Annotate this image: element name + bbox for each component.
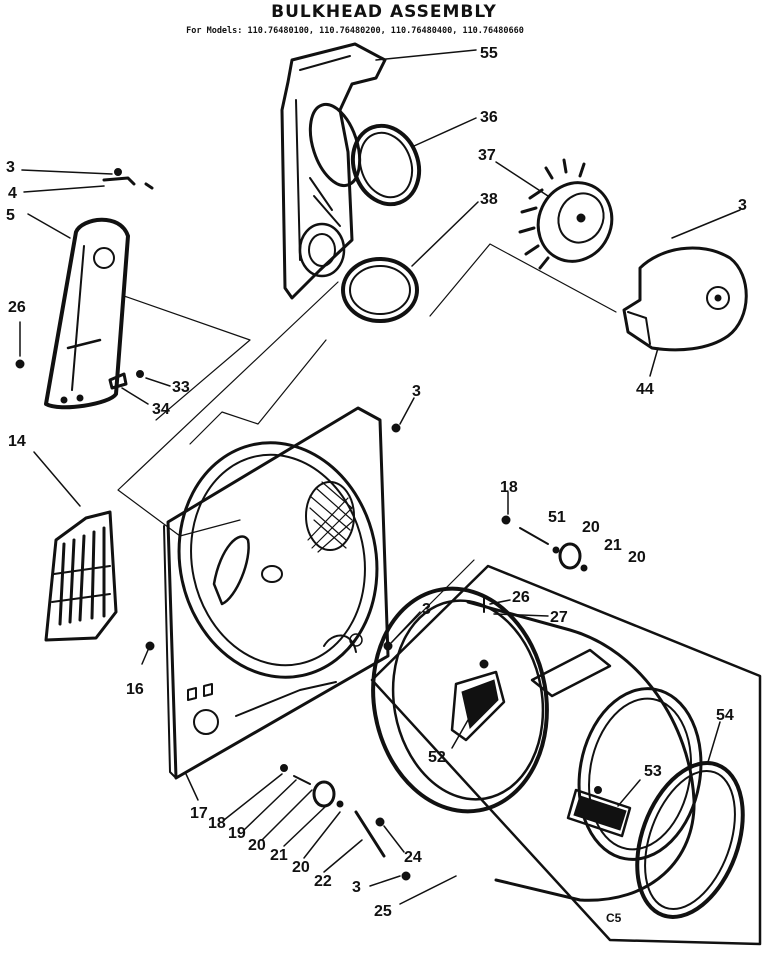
callout-38: 38: [480, 191, 498, 208]
callout-19: 19: [228, 825, 246, 842]
callout-3: 3: [6, 159, 15, 176]
callout-3: 3: [352, 879, 361, 896]
callout-55: 55: [480, 45, 498, 62]
callout-37: 37: [478, 147, 496, 164]
diagram-title: BULKHEAD ASSEMBLY: [271, 2, 497, 22]
heating-element-part-14: [44, 510, 118, 642]
callout-17: 17: [190, 805, 208, 822]
callout-22: 22: [314, 873, 332, 890]
callout-4: 4: [8, 185, 17, 202]
callout-21: 21: [270, 847, 288, 864]
blower-housing-part-44: [622, 246, 748, 352]
callout-20: 20: [292, 859, 310, 876]
models-line: For Models: 110.76480100, 110.76480200, …: [186, 26, 524, 36]
callout-27: 27: [550, 609, 568, 626]
callout-3: 3: [412, 383, 421, 400]
callout-18: 18: [208, 815, 226, 832]
callout-3: 3: [422, 601, 431, 618]
callout-51: 51: [548, 509, 566, 526]
drum-part-25: [370, 564, 762, 946]
callout-53: 53: [644, 763, 662, 780]
callout-26: 26: [8, 299, 26, 316]
callout-25: 25: [374, 903, 392, 920]
callout-18: 18: [500, 479, 518, 496]
corner-code: C5: [606, 911, 622, 925]
callout-34: 34: [152, 401, 170, 418]
callout-20: 20: [248, 837, 266, 854]
callout-44: 44: [636, 381, 654, 398]
callout-20: 20: [628, 549, 646, 566]
callout-54: 54: [716, 707, 734, 724]
callout-5: 5: [6, 207, 15, 224]
callout-14: 14: [8, 433, 26, 450]
callout-20: 20: [582, 519, 600, 536]
callout-24: 24: [404, 849, 422, 866]
callout-52: 52: [428, 749, 446, 766]
callout-labels: 3 4 5 26 33 34 14 55 36 37 38 3 44 3 18 …: [6, 45, 747, 925]
callout-26: 26: [512, 589, 530, 606]
hardware-parts: [15, 168, 588, 881]
callout-16: 16: [126, 681, 144, 698]
callout-36: 36: [480, 109, 498, 126]
blower-wheel-part-37: [518, 158, 614, 270]
duct-gasket-part-36: [350, 123, 422, 207]
callout-3: 3: [738, 197, 747, 214]
bulkhead-panel-part-17: [163, 406, 390, 780]
front-seal-part-54: [635, 761, 745, 919]
seal-part-38: [341, 257, 419, 323]
callout-21: 21: [604, 537, 622, 554]
callout-33: 33: [172, 379, 190, 396]
heater-box-part-5: [44, 217, 130, 410]
leader-lines: [19, 49, 741, 905]
duct-part-55: [280, 42, 387, 300]
